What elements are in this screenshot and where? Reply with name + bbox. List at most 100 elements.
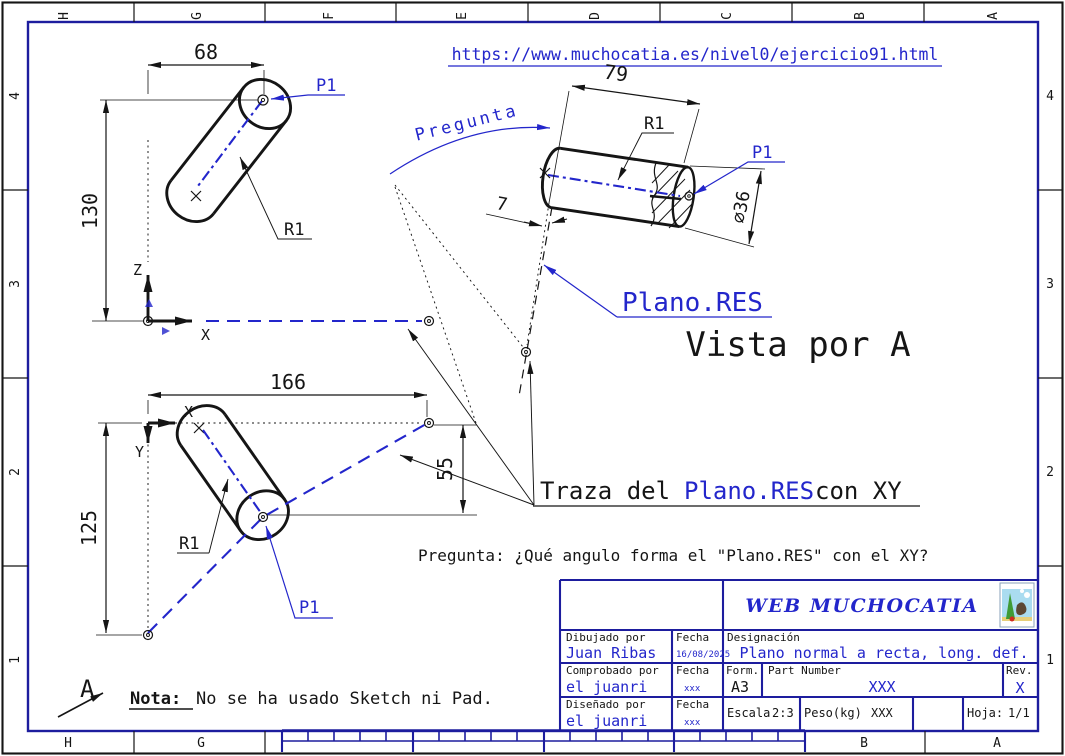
plano-res-label: Plano.RES <box>622 288 763 318</box>
cylinder-axis-centerline <box>547 173 681 198</box>
r1-leader <box>239 156 312 240</box>
zone-label-left: 2 <box>8 468 23 476</box>
traza-text-prefix: Traza del <box>540 477 670 505</box>
angle-ray-dotted <box>394 184 524 348</box>
dim-166-value: 166 <box>270 370 306 394</box>
p1-point-center <box>260 97 266 103</box>
origin-point <box>142 315 154 327</box>
title-block: WEB MUCHOCATIA Dibujado por Juan Ribas F… <box>558 578 1038 731</box>
dim-d36-line <box>748 170 762 245</box>
p1-label: P1 <box>299 598 319 618</box>
axis-end-cross <box>193 422 205 434</box>
r1-label: R1 <box>284 220 304 240</box>
zone-label-top: G <box>190 12 205 20</box>
format-label: Form. <box>726 664 759 677</box>
designed-date-value: xxx <box>684 718 701 728</box>
view-front: 68 130 P1 R1 Z X <box>78 40 435 344</box>
z-axis-label: Z <box>133 261 142 279</box>
dim-7-arrow-right <box>551 216 568 224</box>
p1-label: P1 <box>752 143 772 163</box>
trace-origin-point <box>142 629 154 641</box>
dim-79-line <box>571 84 701 106</box>
zone-label-bottom: B <box>860 736 868 751</box>
pregunta-arc <box>389 123 551 175</box>
section-edge <box>649 194 682 201</box>
header: https://www.muchocatia.es/nivel0/ejercic… <box>448 45 942 67</box>
dim-55-ext <box>268 424 477 516</box>
revision-label: Rev. <box>1006 664 1033 677</box>
projection-ray-dotted <box>394 186 477 424</box>
p1-leader <box>693 161 785 195</box>
designed-date-label: Fecha <box>676 698 709 711</box>
cylinder-top <box>175 404 290 542</box>
p1-leader <box>270 94 345 101</box>
section-hatching <box>651 164 693 229</box>
sheet-label: Hoja: <box>967 706 1003 720</box>
dim-79-ext <box>548 90 700 204</box>
sheet-value: 1/1 <box>1008 706 1030 720</box>
zone-label-left: 4 <box>8 92 23 100</box>
annotations: Traza del Plano.RES con XY Pregunta: ¿Qu… <box>57 328 929 718</box>
view-top: 166 125 55 X Y R1 P1 <box>77 370 477 641</box>
checked-date-label: Fecha <box>676 664 709 677</box>
question-text: Pregunta: ¿Qué angulo forma el "Plano.RE… <box>418 546 929 565</box>
format-value: A3 <box>731 678 749 696</box>
dim-130-value: 130 <box>78 193 102 229</box>
axis-tick-blue <box>145 299 170 335</box>
drawn-by-value: Juan Ribas <box>566 644 656 662</box>
checked-date-value: xxx <box>684 684 701 694</box>
axis-end-cross <box>190 190 202 202</box>
dim-d36-ext <box>684 165 766 248</box>
source-url-link[interactable]: https://www.muchocatia.es/nivel0/ejercic… <box>452 45 939 64</box>
zone-label-right: 4 <box>1046 89 1054 104</box>
p1-point-center <box>687 194 691 198</box>
p1-point <box>257 511 269 523</box>
drawn-by-label: Dibujado por <box>566 631 646 644</box>
part-number-value: XXX <box>868 678 895 696</box>
traza-leaders <box>399 328 535 506</box>
dim-7-value: 7 <box>495 193 509 216</box>
angle-vertex-point <box>520 346 532 358</box>
dim-166-ext <box>147 400 428 417</box>
zone-label-top: H <box>57 12 72 20</box>
trace-end-point-center <box>427 319 431 323</box>
checked-by-label: Comprobado por <box>566 664 659 677</box>
drawn-date-label: Fecha <box>676 631 709 644</box>
traza-text-suffix: con XY <box>815 477 902 505</box>
pregunta-arc-label: Pregunta <box>413 101 521 146</box>
trace-end-point-center <box>427 421 431 425</box>
cylinder-axis-centerline <box>197 100 263 187</box>
angle-vertex-point-center <box>524 350 528 354</box>
drawn-date-value: 16/08/2025 <box>676 650 730 660</box>
dim-68-value: 68 <box>194 40 218 64</box>
zone-label-bottom: A <box>993 736 1001 751</box>
part-number-label: Part Number <box>768 664 841 677</box>
designed-by-label: Diseñado por <box>566 698 646 711</box>
zone-label-left: 3 <box>8 280 23 288</box>
scale-value: 2:3 <box>772 706 794 720</box>
designed-by-value: el juanri <box>566 712 647 730</box>
plane-edge-extension-dotted <box>526 202 550 346</box>
trace-origin-point-center <box>146 633 150 637</box>
p1-leader <box>265 525 333 619</box>
zone-label-top: A <box>986 12 1001 20</box>
view-aux: 79 Pregunta 7 ⌀36 P1 R1 Plano.RES Vista … <box>389 60 911 424</box>
x-axis-label: X <box>184 403 193 421</box>
plane-res-dashed <box>518 206 553 397</box>
dim-79-value: 79 <box>602 60 629 87</box>
scale-label: Escala <box>727 706 770 720</box>
p1-point-center <box>261 515 265 519</box>
weight-label: Peso(kg) <box>804 706 862 720</box>
nota-label: Nota: <box>130 689 181 709</box>
dim-130-ext <box>92 99 258 322</box>
p1-point <box>684 191 694 201</box>
r1-leader <box>617 132 674 181</box>
zone-label-top: D <box>588 12 603 20</box>
brand-logo-image <box>999 582 1035 628</box>
zone-label-bottom: H <box>64 736 72 751</box>
designation-label: Designación <box>727 631 800 644</box>
r1-label: R1 <box>644 114 664 134</box>
zone-label-bottom: G <box>197 736 205 751</box>
